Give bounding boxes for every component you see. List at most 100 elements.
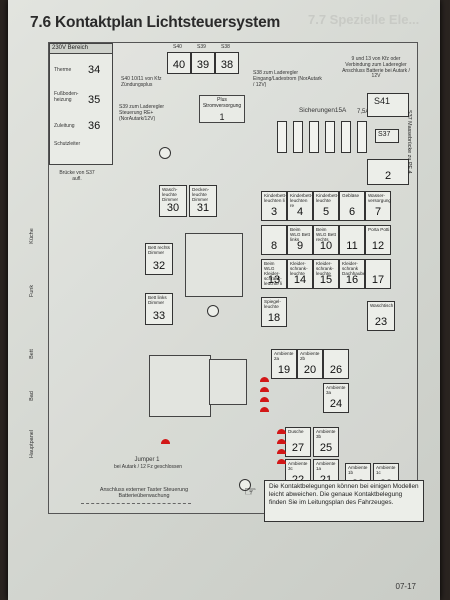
red-marker-9 [277, 459, 286, 464]
relay-s37-label: S37 [378, 131, 391, 138]
relay-29-label: Ambiente 1b [348, 465, 368, 476]
red-marker-1 [161, 439, 170, 444]
pointing-hand-icon: ☞ [244, 483, 257, 499]
relay-20: Ambiente 2b 20 [297, 349, 323, 379]
circuit-board: 230V Bereich Therme 34 Fußboden-heizung … [29, 42, 418, 514]
jumper-title: Jumper 1 [134, 457, 160, 463]
relay-21-label: Ambiente 1a [316, 461, 336, 472]
relay-5-label: Kinderbett-leuchte [316, 193, 339, 204]
fuse-3 [309, 121, 319, 153]
relay-17-num: 17 [371, 274, 385, 286]
relay-20-label: Ambiente 2b [300, 351, 320, 362]
relay-s41: S41 [367, 93, 409, 117]
red-marker-6 [277, 429, 286, 434]
relay-7-num: 7 [374, 206, 382, 218]
relay-33-label: Bett links Dimmer [148, 295, 167, 306]
relay-30-label: Wasch-leuchte Dimmer [162, 187, 179, 203]
capacitor-4 [239, 479, 251, 491]
relay-4-num: 4 [296, 206, 304, 218]
relay-38: 38 [215, 52, 239, 74]
fuse-value: 7,5A [357, 109, 370, 115]
relay-27-label: Dusche [288, 429, 304, 434]
relay-23: Waschtisch 23 [367, 301, 395, 331]
ic-block-3 [209, 359, 247, 405]
connector-strip [81, 503, 191, 504]
relay-20-num: 20 [303, 364, 317, 376]
relay-10-num: 10 [319, 240, 333, 252]
capacitor-3 [207, 305, 219, 317]
relay-15-num: 15 [319, 274, 333, 286]
relay-s37: S37 [375, 129, 399, 143]
relay-22-label: Ambiente 3c [288, 461, 308, 472]
s38-note: S38 zum Laderegler Eingang/Ladestrom (No… [253, 70, 322, 88]
relay-18-label: Spiegel-leuchte [264, 299, 281, 310]
jumper-text: bei Autark / 12 Fz geschlossen [113, 464, 183, 470]
relay-31-label: Decken-leuchte Dimmer [192, 187, 210, 203]
relay-5-num: 5 [322, 206, 330, 218]
relay-s41-label: S41 [374, 96, 391, 106]
red-marker-4 [260, 397, 269, 402]
relay-9-num: 9 [296, 240, 304, 252]
fuses-title: Sicherungen15A [299, 107, 347, 114]
fussboden-num: 35 [88, 94, 101, 106]
fussboden-label: Fußboden-heizung [54, 91, 79, 103]
therme-num: 34 [88, 64, 101, 76]
bruecke-note: Brücke von S37 aufl. [59, 170, 95, 182]
capacitor-1 [159, 147, 171, 159]
side-label-hauptpanel: Hauptpanel [29, 429, 35, 459]
fuse-5 [341, 121, 351, 153]
relay-26: 26 [323, 349, 349, 379]
relay-32-num: 32 [152, 260, 166, 272]
relay-38-num: 38 [220, 59, 234, 71]
side-label-funk: Funk [29, 284, 35, 298]
relay-2-num: 2 [384, 170, 392, 182]
red-marker-2 [260, 377, 269, 382]
relay-12-label: Porta Potti [368, 227, 390, 232]
relay-19-num: 19 [277, 364, 291, 376]
relay-28-label: Ambiente 1c [376, 465, 396, 476]
red-marker-7 [277, 439, 286, 444]
red-marker-3 [260, 387, 269, 392]
red-marker-5 [260, 407, 269, 412]
relay-30-num: 30 [166, 202, 180, 214]
relay-11: 11 [339, 225, 365, 255]
relay-19-label: Ambiente 2a [274, 351, 294, 362]
relay-14-num: 14 [293, 274, 307, 286]
relay-40: 40 [167, 52, 191, 74]
fuse-1 [277, 121, 287, 153]
relay-15-label: Kleider-schrank-leuchte [316, 261, 334, 277]
fuse-2 [293, 121, 303, 153]
s41-note: 9 und 13 von Kfz oder Verbindung zum Lad… [342, 56, 410, 80]
relay-23-num: 23 [374, 316, 388, 328]
relay-3-num: 3 [270, 206, 278, 218]
relay-10-label: Beim WLG Bett rechts [316, 227, 336, 243]
s40-label: S40 [173, 44, 182, 50]
relay-11-num: 11 [346, 240, 358, 252]
s40-note: S40 10/11 von Kfz Zündungsplus [121, 76, 162, 88]
relay-2: 2 [367, 159, 409, 185]
relay-23-label: Waschtisch [370, 303, 394, 308]
relay-39-num: 39 [196, 59, 210, 71]
relay-5: Kinderbett-leuchte 5 [313, 191, 339, 221]
ic-block-2 [149, 355, 211, 417]
s38-label: S38 [221, 44, 230, 50]
relay-16-label: Kleider-schrank Dachhaube [342, 261, 366, 277]
230v-panel-title: 230V Bereich [50, 44, 112, 54]
relay-32-label: Bett rechts Dimmer [148, 245, 170, 256]
relay-17: 17 [365, 259, 391, 289]
relay-40-num: 40 [172, 59, 186, 71]
therme-label: Therme [54, 67, 72, 73]
relay-19: Ambiente 2a 19 [271, 349, 297, 379]
